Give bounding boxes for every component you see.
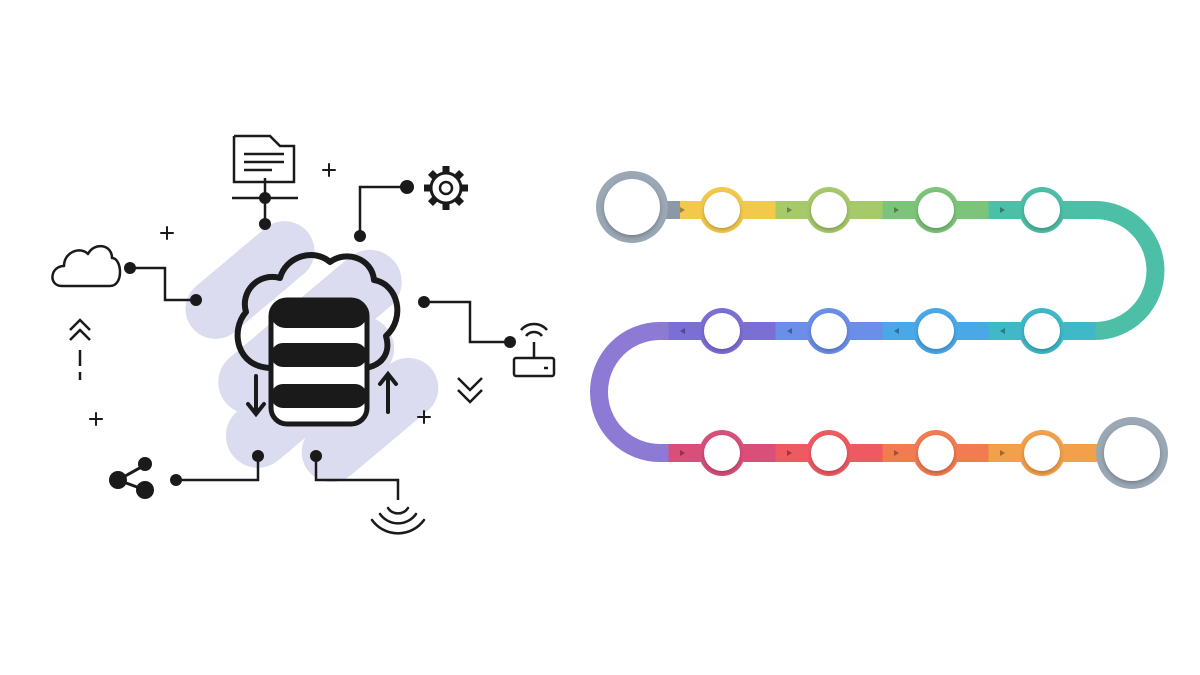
cloud-outline (234, 252, 401, 372)
timeline-step-node (699, 187, 745, 233)
plus-signs (89, 163, 431, 426)
down-arrow-icon (246, 374, 266, 418)
timeline-step-node (699, 430, 745, 476)
direction-arrow (680, 450, 685, 456)
cloud-icon (51, 245, 122, 288)
chevron-down-icon (457, 377, 483, 404)
direction-arrow (787, 328, 792, 334)
direction-arrow (680, 207, 685, 213)
database-network-illustration (51, 134, 556, 535)
timeline-step-node (913, 430, 959, 476)
direction-arrow (787, 207, 792, 213)
direction-arrow (894, 207, 899, 213)
timeline-step-node (1019, 430, 1065, 476)
direction-arrow (1000, 207, 1005, 213)
router-icon (512, 322, 556, 378)
gear-icon (424, 166, 468, 210)
timeline-turn-right (1042, 201, 1165, 340)
connector-dots (124, 180, 516, 486)
share-icon (109, 457, 154, 499)
timeline-step-node (913, 308, 959, 354)
timeline-end-node (1096, 417, 1168, 489)
direction-arrow (787, 450, 792, 456)
timeline-step-node (1019, 187, 1065, 233)
timeline-turn-left (590, 322, 722, 462)
timeline-step-node (699, 308, 745, 354)
document-icon (232, 134, 298, 200)
direction-arrow (680, 328, 685, 334)
direction-arrow (894, 450, 899, 456)
timeline-step-node (806, 430, 852, 476)
timeline-step-node (806, 308, 852, 354)
timeline-step-node (806, 187, 852, 233)
up-arrow-icon (378, 370, 398, 414)
database-icon (268, 297, 370, 427)
chevron-up-icon (69, 318, 91, 380)
timeline-step-node (1019, 308, 1065, 354)
timeline-step-node (913, 187, 959, 233)
direction-arrow (1000, 328, 1005, 334)
wifi-signal-icon (370, 506, 426, 535)
connector-lines (130, 178, 510, 500)
direction-arrow (894, 328, 899, 334)
timeline-start-node (596, 171, 668, 243)
direction-arrow (1000, 450, 1005, 456)
